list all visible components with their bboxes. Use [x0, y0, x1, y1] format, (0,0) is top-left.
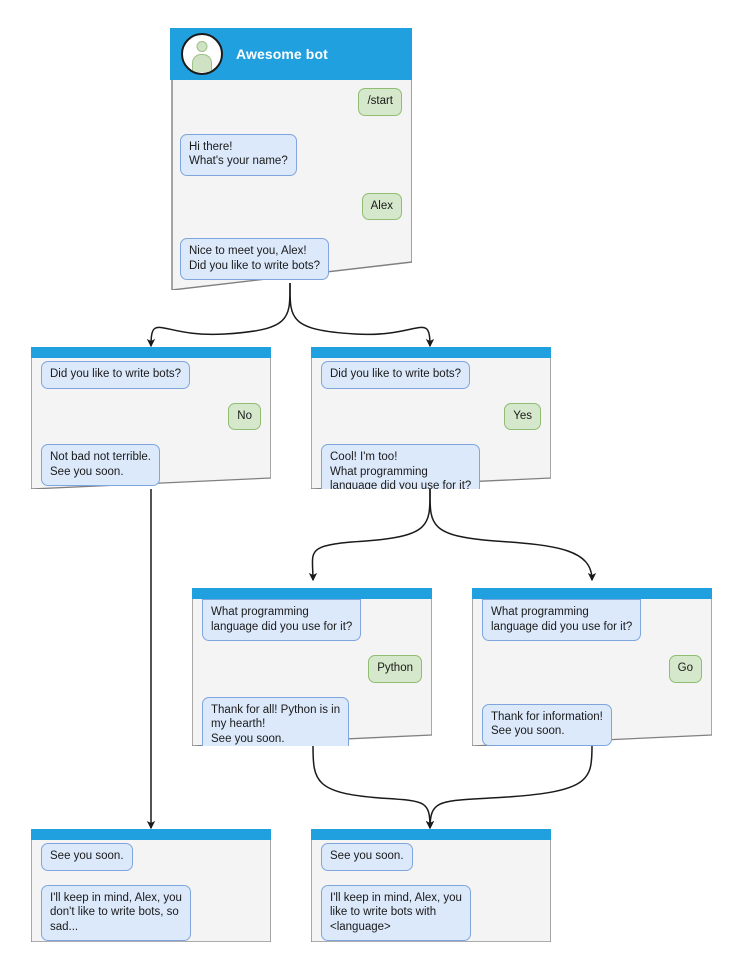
- message-row: Did you like to write bots?: [321, 361, 541, 389]
- bot-message-bubble[interactable]: Not bad not terrible. See you soon.: [41, 444, 161, 486]
- message-row: Cool! I'm too! What programming language…: [321, 444, 541, 489]
- message-row: Not bad not terrible. See you soon.: [41, 444, 261, 486]
- message-row: Go: [482, 655, 702, 683]
- message-row: Thank for all! Python is in my hearth! S…: [202, 696, 422, 746]
- message-row: I'll keep in mind, Alex, you like to wri…: [321, 884, 541, 941]
- person-avatar-icon: [181, 33, 223, 75]
- card-go-branch[interactable]: What programming language did you use fo…: [472, 588, 712, 746]
- bot-message-bubble[interactable]: Did you like to write bots?: [41, 361, 191, 389]
- user-message-bubble[interactable]: Python: [368, 655, 422, 683]
- bot-message-bubble[interactable]: Did you like to write bots?: [321, 361, 471, 389]
- card-yes-branch[interactable]: Did you like to write bots? Yes Cool! I'…: [311, 347, 551, 489]
- user-message-bubble[interactable]: Yes: [504, 402, 541, 430]
- message-row: Alex: [180, 192, 402, 220]
- card-no-branch[interactable]: Did you like to write bots? No Not bad n…: [31, 347, 271, 489]
- user-message-bubble[interactable]: Go: [668, 655, 702, 683]
- bot-message-bubble[interactable]: Thank for information! See you soon.: [482, 703, 612, 746]
- message-row: See you soon.: [41, 843, 261, 871]
- card-root[interactable]: Awesome bot /start Hi there! What's your…: [170, 28, 412, 290]
- bot-message-bubble[interactable]: Thank for all! Python is in my hearth! S…: [202, 696, 350, 746]
- card-go-branch-header: [472, 588, 712, 599]
- edge-root-to-no: [146, 282, 291, 348]
- message-row: Nice to meet you, Alex! Did you like to …: [180, 238, 402, 280]
- card-end-happy[interactable]: See you soon. I'll keep in mind, Alex, y…: [311, 829, 551, 942]
- card-python-branch-messages: What programming language did you use fo…: [192, 599, 432, 746]
- bot-message-bubble[interactable]: Nice to meet you, Alex! Did you like to …: [180, 238, 330, 280]
- card-root-header: Awesome bot: [170, 28, 412, 80]
- bot-message-bubble[interactable]: Hi there! What's your name?: [180, 133, 297, 176]
- message-row: What programming language did you use fo…: [482, 599, 702, 641]
- card-end-sad[interactable]: See you soon. I'll keep in mind, Alex, y…: [31, 829, 271, 942]
- user-message-bubble[interactable]: /start: [358, 88, 402, 116]
- message-row: Did you like to write bots?: [41, 361, 261, 389]
- card-end-sad-header: [31, 829, 271, 840]
- message-row: See you soon.: [321, 843, 541, 871]
- message-row: Hi there! What's your name?: [180, 133, 402, 176]
- message-row: No: [41, 402, 261, 430]
- bot-message-bubble[interactable]: Cool! I'm too! What programming language…: [321, 444, 481, 489]
- bot-message-bubble[interactable]: I'll keep in mind, Alex, you like to wri…: [321, 884, 471, 941]
- edge-yes-to-go: [429, 488, 597, 582]
- card-end-sad-messages: See you soon. I'll keep in mind, Alex, y…: [31, 843, 271, 941]
- card-yes-branch-messages: Did you like to write bots? Yes Cool! I'…: [311, 361, 551, 489]
- edge-root-to-yes: [289, 282, 435, 348]
- bot-name-label: Awesome bot: [236, 46, 328, 62]
- card-no-branch-header: [31, 347, 271, 358]
- card-end-happy-header: [311, 829, 551, 840]
- bot-message-bubble[interactable]: What programming language did you use fo…: [482, 599, 642, 641]
- bot-message-bubble[interactable]: See you soon.: [41, 843, 133, 871]
- user-message-bubble[interactable]: Alex: [361, 192, 402, 220]
- bot-message-bubble[interactable]: See you soon.: [321, 843, 413, 871]
- card-go-branch-messages: What programming language did you use fo…: [472, 599, 712, 746]
- bot-message-bubble[interactable]: I'll keep in mind, Alex, you don't like …: [41, 884, 191, 941]
- message-row: I'll keep in mind, Alex, you don't like …: [41, 884, 261, 941]
- user-message-bubble[interactable]: No: [228, 402, 261, 430]
- bot-message-bubble[interactable]: What programming language did you use fo…: [202, 599, 362, 641]
- card-python-branch[interactable]: What programming language did you use fo…: [192, 588, 432, 746]
- message-row: What programming language did you use fo…: [202, 599, 422, 641]
- card-python-branch-header: [192, 588, 432, 599]
- message-row: Python: [202, 655, 422, 683]
- edge-yes-to-python: [308, 488, 431, 582]
- message-row: Thank for information! See you soon.: [482, 703, 702, 746]
- message-row: Yes: [321, 402, 541, 430]
- card-end-happy-messages: See you soon. I'll keep in mind, Alex, y…: [311, 843, 551, 941]
- edge-go-to-end: [425, 745, 593, 830]
- edge-python-to-end: [312, 745, 435, 830]
- card-root-messages: /start Hi there! What's your name? Alex …: [170, 88, 412, 280]
- message-row: /start: [180, 88, 402, 116]
- card-no-branch-messages: Did you like to write bots? No Not bad n…: [31, 361, 271, 486]
- card-yes-branch-header: [311, 347, 551, 358]
